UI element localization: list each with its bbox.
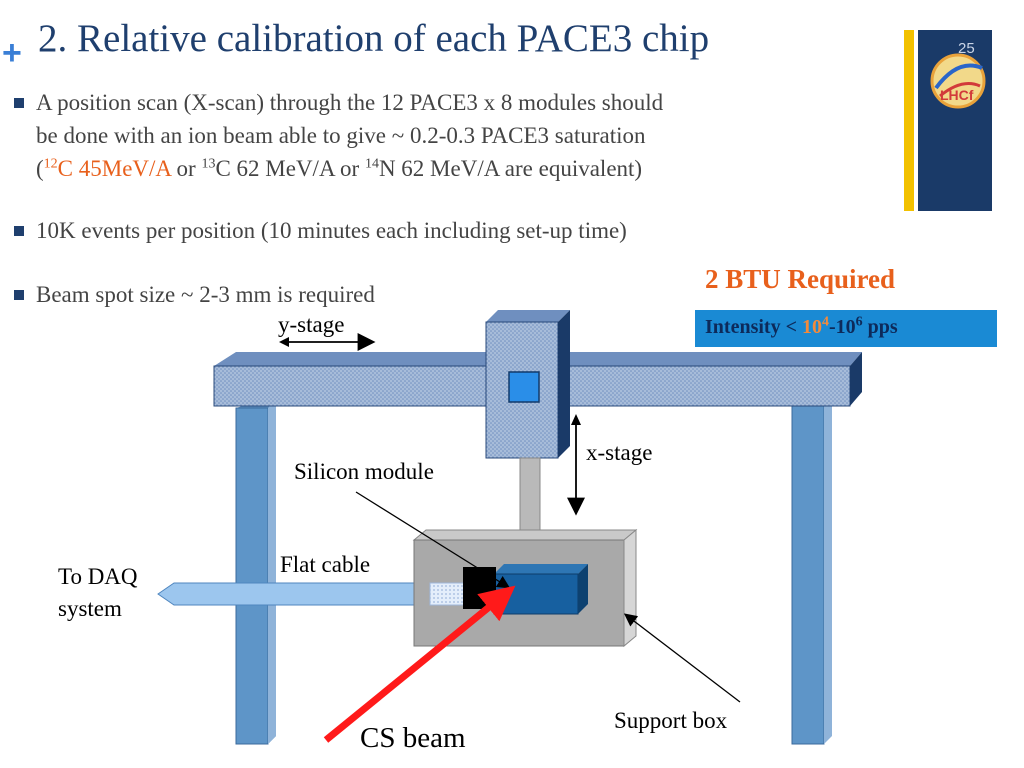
slide-number: 25 (958, 40, 975, 57)
or-text: or (170, 156, 202, 181)
ion-nitrogen14: N 62 MeV/A are equivalent) (378, 156, 643, 181)
isotope-sup: 14 (364, 156, 379, 172)
intensity-text: Intensity < 104-106 pps (705, 314, 898, 338)
bullet-events: 10K events per position (10 minutes each… (14, 214, 627, 247)
cs-beam-arrow (323, 585, 516, 743)
cable-connector (429, 582, 465, 606)
slide-title: 2. Relative calibration of each PACE3 ch… (38, 17, 710, 60)
paren-open: ( (36, 156, 44, 181)
right-leg (791, 396, 832, 745)
bullet-continuation: be done with an ion beam able to give ~ … (14, 119, 646, 152)
x-stage-label: x-stage (586, 440, 653, 465)
intensity-box: Intensity < 104-106 pps (695, 310, 997, 347)
support-rod (519, 457, 541, 541)
cs-beam-label: CS beam (360, 722, 466, 754)
lhcf-logo-icon: LHCf (930, 53, 986, 109)
isotope-sup: 12 (43, 156, 58, 172)
bullet-text: be done with an ion beam able to give ~ … (36, 123, 646, 148)
support-box-pointer (623, 613, 741, 703)
bullet-text: 10K events per position (10 minutes each… (36, 218, 627, 243)
bullet-continuation: (12C 45MeV/A or 13C 62 MeV/A or 14N 62 M… (14, 152, 642, 185)
plus-icon: + (2, 34, 22, 72)
to-daq-label-line1: To DAQ (58, 564, 138, 589)
support-box-label: Support box (614, 708, 728, 733)
bullet-text: Beam spot size ~ 2-3 mm is required (36, 282, 375, 307)
flat-cable-label: Flat cable (280, 552, 371, 577)
bullet-beam-spot: Beam spot size ~ 2-3 mm is required (14, 278, 375, 311)
to-daq-label-line2: system (58, 596, 122, 621)
carriage-window (508, 371, 540, 403)
bullet-position-scan: A position scan (X-scan) through the 12 … (14, 86, 663, 119)
bullet-text: A position scan (X-scan) through the 12 … (36, 90, 664, 115)
y-stage-label: y-stage (278, 312, 345, 337)
silicon-module-label: Silicon module (294, 459, 434, 484)
silicon-module-pointer (355, 491, 511, 589)
silicon-module (463, 564, 588, 615)
flat-cable (157, 582, 431, 606)
ion-carbon12: C 45MeV/A (57, 156, 171, 181)
ion-carbon13: C 62 MeV/A or (215, 156, 365, 181)
accent-bar (904, 30, 914, 211)
isotope-sup: 13 (201, 156, 216, 172)
x-stage-carriage (485, 310, 570, 459)
left-leg (235, 398, 276, 745)
logo-text: LHCf (940, 87, 974, 103)
btu-required-label: 2 BTU Required (705, 264, 896, 294)
